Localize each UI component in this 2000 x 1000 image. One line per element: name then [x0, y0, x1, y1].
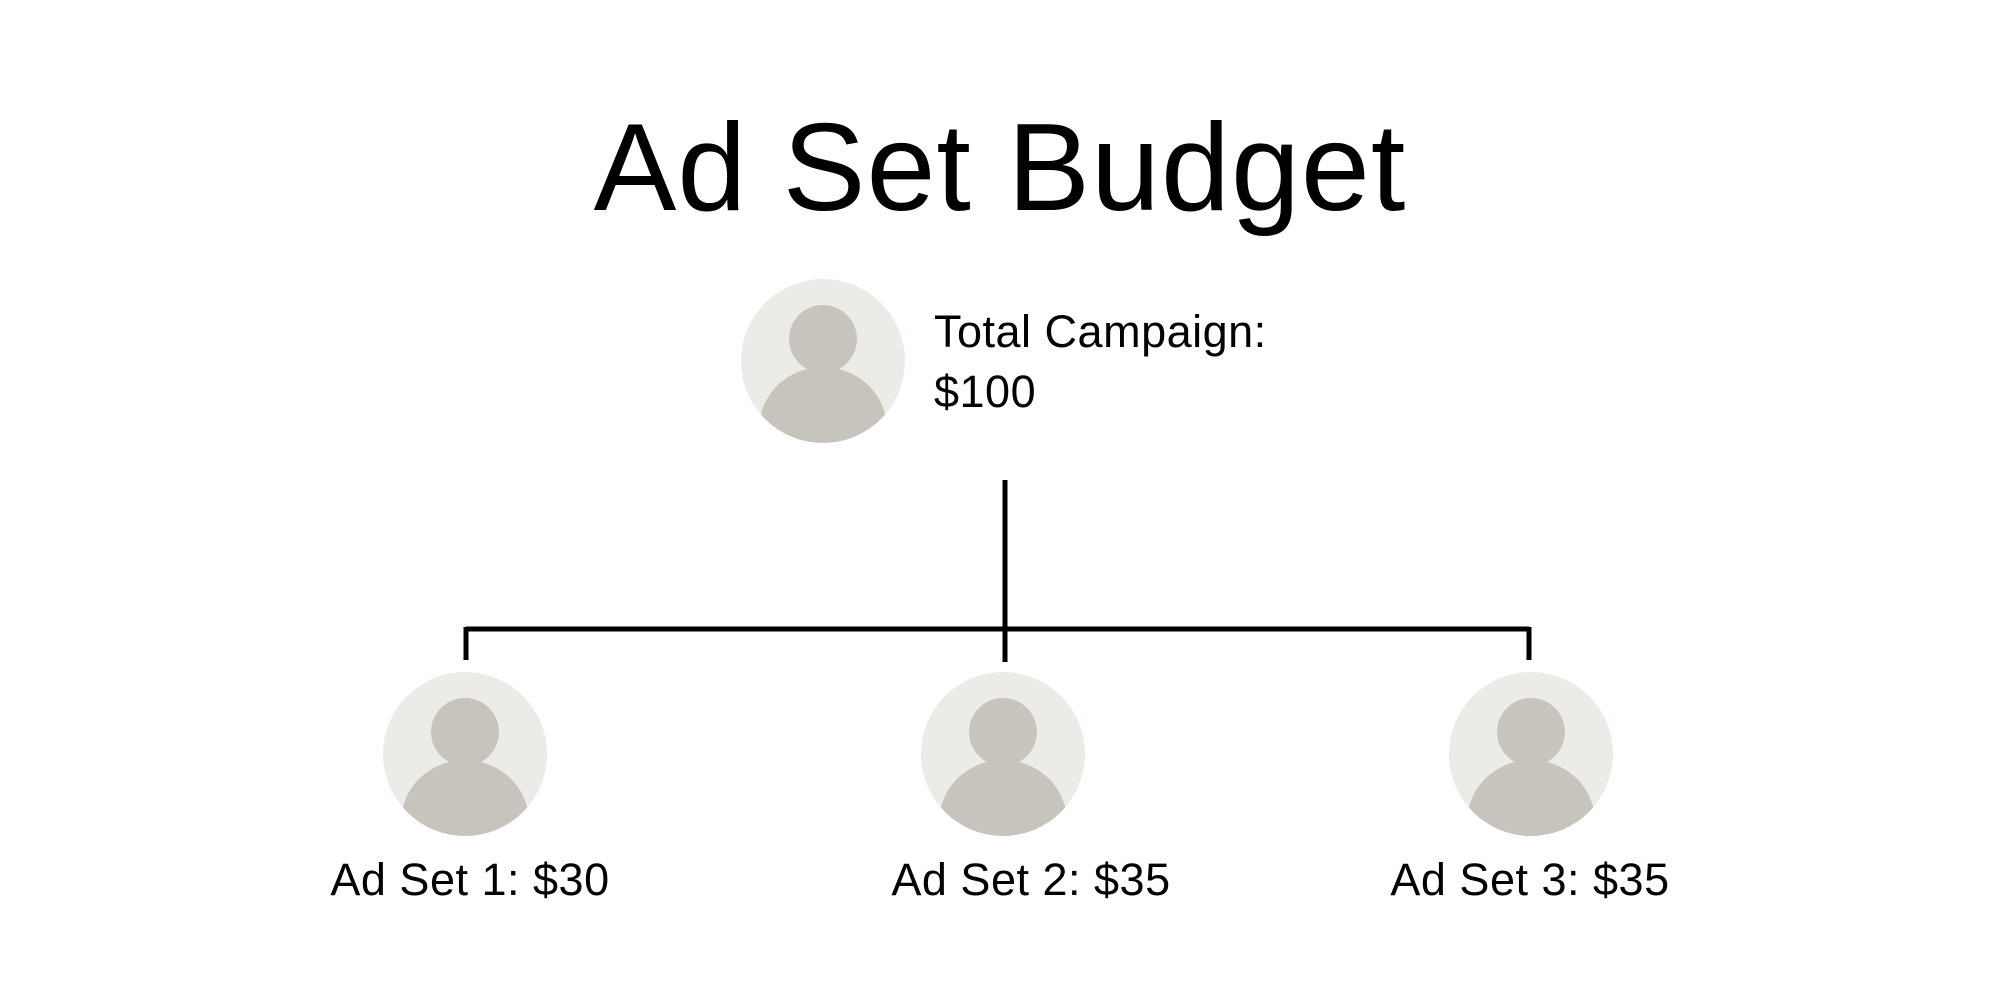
ad-set-2-label: Ad Set 2: $35 [891, 854, 1171, 905]
diagram-title: Ad Set Budget [593, 99, 1407, 237]
ad-set-1-label: Ad Set 1: $30 [330, 854, 610, 905]
person-avatar-icon [383, 672, 547, 836]
ad-set-3-label: Ad Set 3: $35 [1390, 854, 1670, 905]
root-label-line1: Total Campaign: [934, 306, 1267, 357]
person-avatar-icon [741, 279, 905, 443]
person-avatar-icon [1449, 672, 1613, 836]
person-avatar-icon [921, 672, 1085, 836]
root-label-line2: $100 [934, 366, 1037, 417]
root-node-label: Total Campaign: $100 [934, 302, 1267, 422]
